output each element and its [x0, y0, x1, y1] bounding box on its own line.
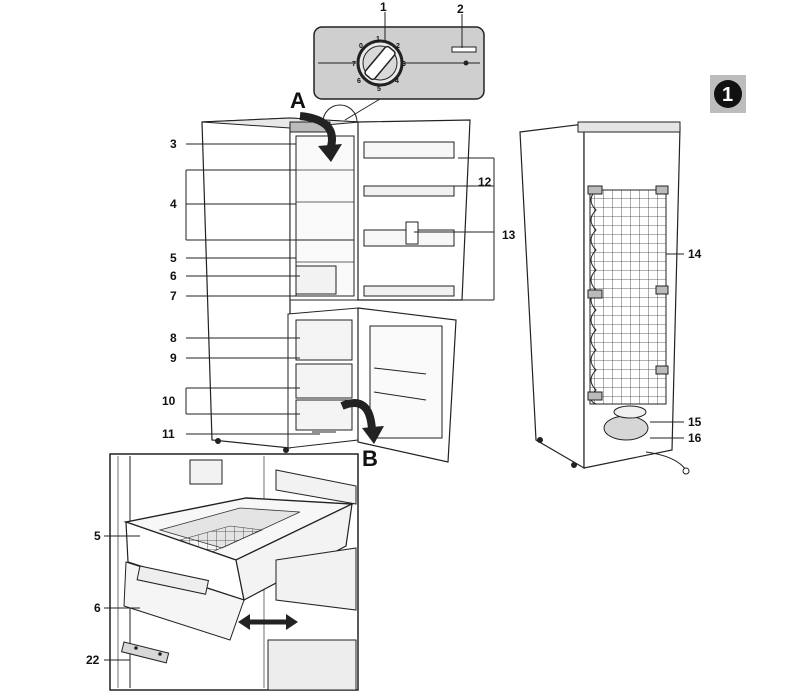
drawer-detail-inset [109, 453, 359, 691]
dial-number-2: 2 [396, 43, 400, 50]
arrow-b-label: B [362, 446, 378, 471]
temperature-dial[interactable] [356, 39, 404, 87]
dial-number-0: 0 [359, 43, 363, 50]
fridge-callout-lines [185, 143, 495, 435]
dial-number-3: 3 [402, 61, 406, 68]
detail-callout-5: 5 [94, 529, 101, 543]
callout-2: 2 [457, 2, 464, 16]
callout-7: 7 [170, 289, 177, 303]
dial-number-7: 7 [352, 61, 356, 68]
fridge-rear-view [519, 121, 690, 475]
callout-6: 6 [170, 269, 177, 283]
callout-11: 11 [162, 427, 175, 441]
dial-number-4: 4 [395, 78, 399, 85]
detail-callout-22: 22 [86, 653, 100, 667]
callout-5: 5 [170, 251, 177, 265]
dial-number-5: 5 [377, 86, 381, 93]
callout-13: 13 [502, 228, 516, 242]
callout-9: 9 [170, 351, 177, 365]
figure-badge-number: 1 [722, 84, 733, 106]
dial-number-6: 6 [357, 78, 361, 85]
callout-8: 8 [170, 331, 177, 345]
callout-1: 1 [380, 0, 387, 14]
callout-12: 12 [478, 175, 492, 189]
arrow-b: B [340, 399, 384, 471]
arrow-a-label: A [290, 88, 306, 113]
detail-callout-6: 6 [94, 601, 101, 615]
arrow-a: A [290, 88, 342, 162]
figure-badge: 1 [710, 75, 746, 113]
dial-number-1: 1 [376, 36, 380, 43]
callout-14: 14 [688, 247, 702, 261]
callout-16: 16 [688, 431, 702, 445]
callout-10: 10 [162, 394, 176, 408]
callout-3: 3 [170, 137, 177, 151]
control-panel: 0 1 2 3 4 5 6 7 1 2 [313, 0, 485, 140]
callout-15: 15 [688, 415, 702, 429]
callout-4: 4 [170, 197, 177, 211]
fridge-front-open [201, 117, 471, 463]
